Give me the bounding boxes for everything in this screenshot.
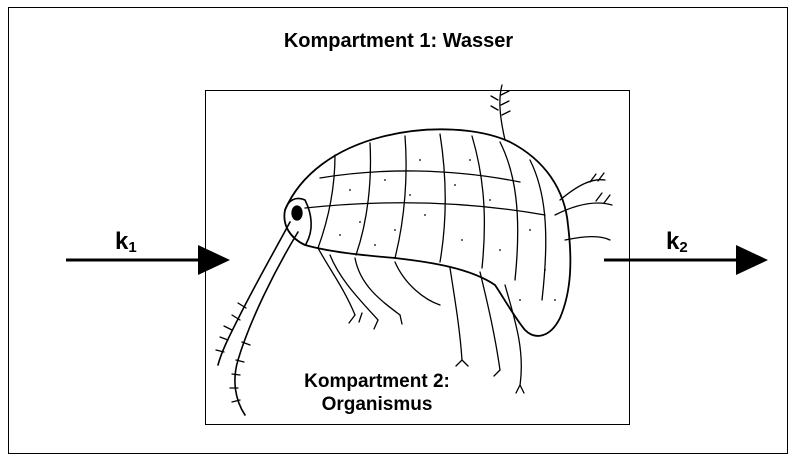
compartment-2-title-line2: Organismus — [272, 393, 482, 416]
compartment-2-title-line1: Kompartment 2: — [272, 370, 482, 393]
arrow-in — [66, 245, 230, 275]
rate-constant-k1: k1 — [115, 228, 137, 256]
compartment-2-title: Kompartment 2: Organismus — [272, 370, 482, 416]
rate-constant-k2: k2 — [666, 228, 688, 256]
amphipod-icon — [216, 85, 612, 415]
